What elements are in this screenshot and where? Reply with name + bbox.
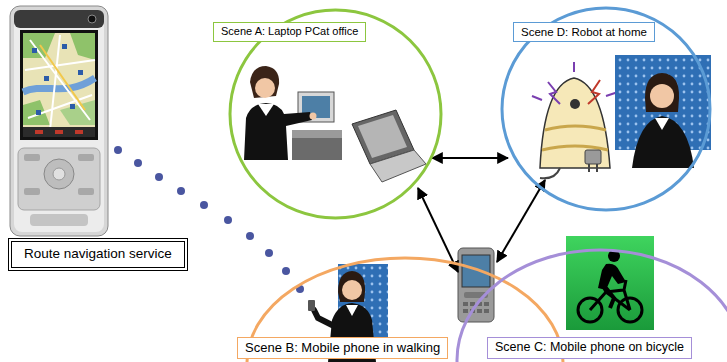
home-woman [650, 84, 674, 108]
phone-illustration [24, 154, 40, 161]
cyclist [590, 280, 630, 310]
robot [540, 78, 610, 168]
cyclist [598, 264, 626, 290]
dotted-link [224, 216, 232, 224]
home-woman [655, 118, 669, 130]
office-worker [255, 78, 275, 98]
robot [570, 99, 580, 109]
phone-illustration [23, 127, 95, 137]
robot [545, 126, 606, 130]
dotted-link [246, 232, 254, 240]
robot [532, 62, 618, 178]
service-label: Route navigation service [24, 246, 172, 263]
pda-device [484, 309, 489, 313]
phone-illustration [24, 188, 40, 195]
walking-woman [338, 271, 365, 302]
phone-illustration [25, 35, 95, 130]
phone-illustration [40, 45, 85, 110]
service-box: Route navigation service [8, 238, 188, 271]
office-worker [292, 130, 342, 138]
office-worker [258, 104, 274, 116]
scene-label: Scene D: Robot at home [513, 22, 655, 42]
phone-illustration [75, 130, 83, 134]
office-worker [250, 66, 279, 98]
cyclist [606, 288, 614, 308]
office-worker [244, 66, 342, 160]
phone-illustration [23, 33, 55, 58]
office-worker [310, 113, 317, 120]
home-woman [632, 116, 694, 168]
scene-label: Scene A: Laptop PCat office [213, 22, 366, 42]
dotted-link [265, 249, 273, 257]
dotted-link [282, 267, 290, 275]
pda-device [463, 302, 468, 306]
phone-illustration [30, 214, 88, 226]
phone-illustration [23, 33, 95, 137]
office-worker [292, 138, 342, 160]
scene-circle: Scene C: Mobile phone on bicycle [455, 248, 727, 362]
robot [588, 80, 600, 104]
pda-device [484, 302, 489, 306]
scene-outline [502, 8, 710, 210]
phone-illustration [14, 10, 104, 232]
walking-woman [342, 280, 362, 300]
phone-illustration [78, 154, 94, 161]
phone-illustration [18, 148, 100, 210]
pda-device [477, 309, 482, 313]
phone-illustration [53, 168, 65, 180]
phone-illustration [14, 10, 104, 28]
scene-circle: Scene A: Laptop PCat office [228, 8, 443, 220]
dotted-link [134, 159, 142, 167]
phone-illustration [44, 76, 49, 81]
walking-woman [346, 305, 358, 316]
office-worker [244, 103, 312, 160]
device-arrows [497, 180, 545, 262]
scene-label: Scene B: Mobile phone in walking [237, 337, 448, 359]
pda-device [458, 248, 494, 322]
laptop [352, 110, 426, 182]
robot [540, 168, 560, 178]
pda-device [458, 248, 494, 322]
dotted-link [200, 201, 208, 209]
phone-illustration [36, 110, 41, 115]
robot [548, 82, 560, 104]
phone-illustration [70, 104, 75, 109]
robot [585, 150, 601, 164]
home-woman [645, 73, 679, 112]
phone-illustration [55, 130, 63, 134]
phone-illustration [32, 48, 37, 53]
phone-illustration [88, 15, 96, 23]
dotted-link [155, 173, 163, 181]
phone-illustration [20, 30, 98, 140]
walking-woman [314, 310, 334, 326]
dotted-link [177, 187, 185, 195]
robot [589, 164, 597, 172]
scene-outline [457, 250, 727, 362]
scene-label: Scene C: Mobile phone on bicycle [487, 337, 692, 359]
phone-illustration [10, 6, 108, 236]
pda-device [463, 309, 468, 313]
phone-illustration [35, 130, 43, 134]
phone-illustration [62, 44, 67, 49]
walking-woman [308, 300, 315, 311]
phone-illustration [44, 159, 74, 189]
scene-circle: Scene D: Robot at home [500, 6, 712, 212]
phone-illustration [78, 188, 94, 195]
robot [542, 146, 608, 150]
pda-device [462, 255, 490, 287]
phone-illustration [70, 33, 95, 60]
phone-illustration [10, 6, 108, 236]
dotted-link [114, 146, 122, 154]
robot [532, 62, 618, 100]
laptop [358, 115, 407, 158]
home-woman [615, 55, 711, 168]
device-arrows [432, 157, 508, 159]
phone-illustration [78, 70, 83, 75]
